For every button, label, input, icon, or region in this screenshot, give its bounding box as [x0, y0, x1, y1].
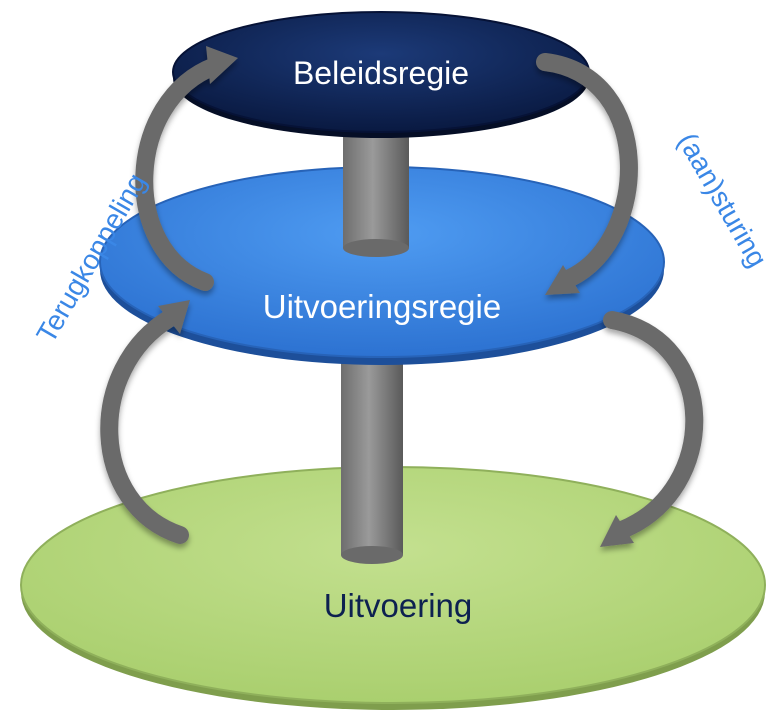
left-upper-arrow-icon: [135, 46, 238, 291]
tier-bottom: [20, 466, 766, 710]
left-lower-arrow-icon: [100, 300, 190, 544]
right-upper-arrow-icon: [536, 53, 638, 295]
right-lower-arrow-icon: [600, 311, 704, 547]
pillar-upper: [343, 98, 409, 257]
pillar-lower: [341, 350, 403, 564]
tier-middle-label: Uitvoeringsregie: [263, 288, 501, 325]
steering-label: (aan)sturing: [672, 128, 766, 273]
tier-top-label: Beleidsregie: [293, 55, 469, 91]
tier-bottom-label: Uitvoering: [324, 587, 473, 624]
tier-middle: [99, 166, 665, 365]
tier-top: [172, 11, 590, 138]
